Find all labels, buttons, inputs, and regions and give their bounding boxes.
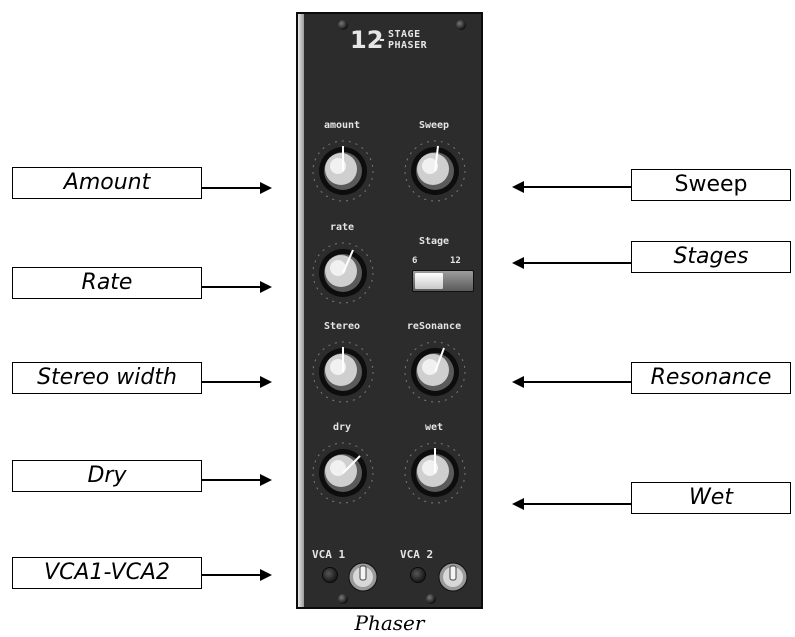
amount-label: amount (302, 120, 382, 132)
callout-dry-text: Dry (87, 463, 126, 488)
stage-label: Stage (394, 236, 474, 248)
screw-icon (338, 594, 348, 604)
vca2-toggle-switch[interactable] (438, 562, 468, 592)
arrow-wet (514, 503, 631, 505)
sweep-label: Sweep (394, 120, 474, 132)
callout-stages-text: Stages (673, 244, 748, 269)
panel-caption: Phaser (296, 612, 483, 634)
dry-label: dry (302, 422, 382, 434)
wet-label: wet (394, 422, 474, 434)
stage-switch-lever[interactable] (415, 273, 443, 289)
stage-switch[interactable] (412, 270, 474, 292)
callout-stereo-width-text: Stereo width (37, 365, 177, 390)
vca2-led-icon (410, 567, 426, 583)
callout-sweep-text: Sweep (675, 172, 748, 197)
callout-stereo-width: Stereo width (12, 362, 202, 394)
resonance-knob[interactable] (400, 335, 470, 405)
callout-vca: VCA1-VCA2 (12, 557, 202, 589)
logo-dash: - (379, 28, 385, 52)
screw-icon (426, 594, 436, 604)
callout-amount-text: Amount (64, 170, 150, 195)
logo-stage: STAGE (388, 29, 421, 40)
callout-amount: Amount (12, 167, 202, 199)
arrow-stages (514, 262, 631, 264)
arrow-rate (202, 286, 270, 288)
rate-knob[interactable] (308, 236, 378, 306)
stereo-label: Stereo (302, 321, 382, 333)
dry-knob[interactable] (308, 436, 378, 506)
screw-icon (338, 20, 348, 30)
callout-stages: Stages (631, 241, 791, 273)
panel-side-rail (298, 14, 304, 607)
screw-icon (456, 20, 466, 30)
arrow-dry (202, 479, 270, 481)
callout-sweep: Sweep (631, 169, 791, 201)
callout-rate-text: Rate (82, 270, 133, 295)
resonance-label: reSonance (394, 321, 474, 333)
arrow-sweep (514, 186, 631, 188)
callout-resonance-text: Resonance (651, 365, 772, 390)
wet-knob[interactable] (400, 436, 470, 506)
logo-phaser: PHASER (388, 40, 427, 51)
arrow-amount (202, 187, 270, 189)
arrow-vca (202, 574, 270, 576)
callout-wet-text: Wet (689, 485, 733, 510)
vca2-label: VCA 2 (400, 548, 433, 561)
stereo-knob[interactable] (308, 335, 378, 405)
stage-12-label: 12 (450, 256, 461, 266)
vca1-toggle-switch[interactable] (348, 562, 378, 592)
arrow-resonance (514, 381, 631, 383)
callout-wet: Wet (631, 482, 791, 514)
arrow-stereo-width (202, 381, 270, 383)
vca1-label: VCA 1 (312, 548, 345, 561)
callout-vca-text: VCA1-VCA2 (44, 560, 170, 585)
amount-knob[interactable] (308, 134, 378, 204)
stage-6-label: 6 (412, 256, 417, 266)
vca1-led-icon (322, 567, 338, 583)
callout-rate: Rate (12, 267, 202, 299)
callout-dry: Dry (12, 460, 202, 492)
sweep-knob[interactable] (400, 134, 470, 204)
phaser-panel: 12 - STAGE PHASER amount Sweep rate Stag… (296, 12, 483, 609)
rate-label: rate (302, 222, 382, 234)
callout-resonance: Resonance (631, 362, 791, 394)
